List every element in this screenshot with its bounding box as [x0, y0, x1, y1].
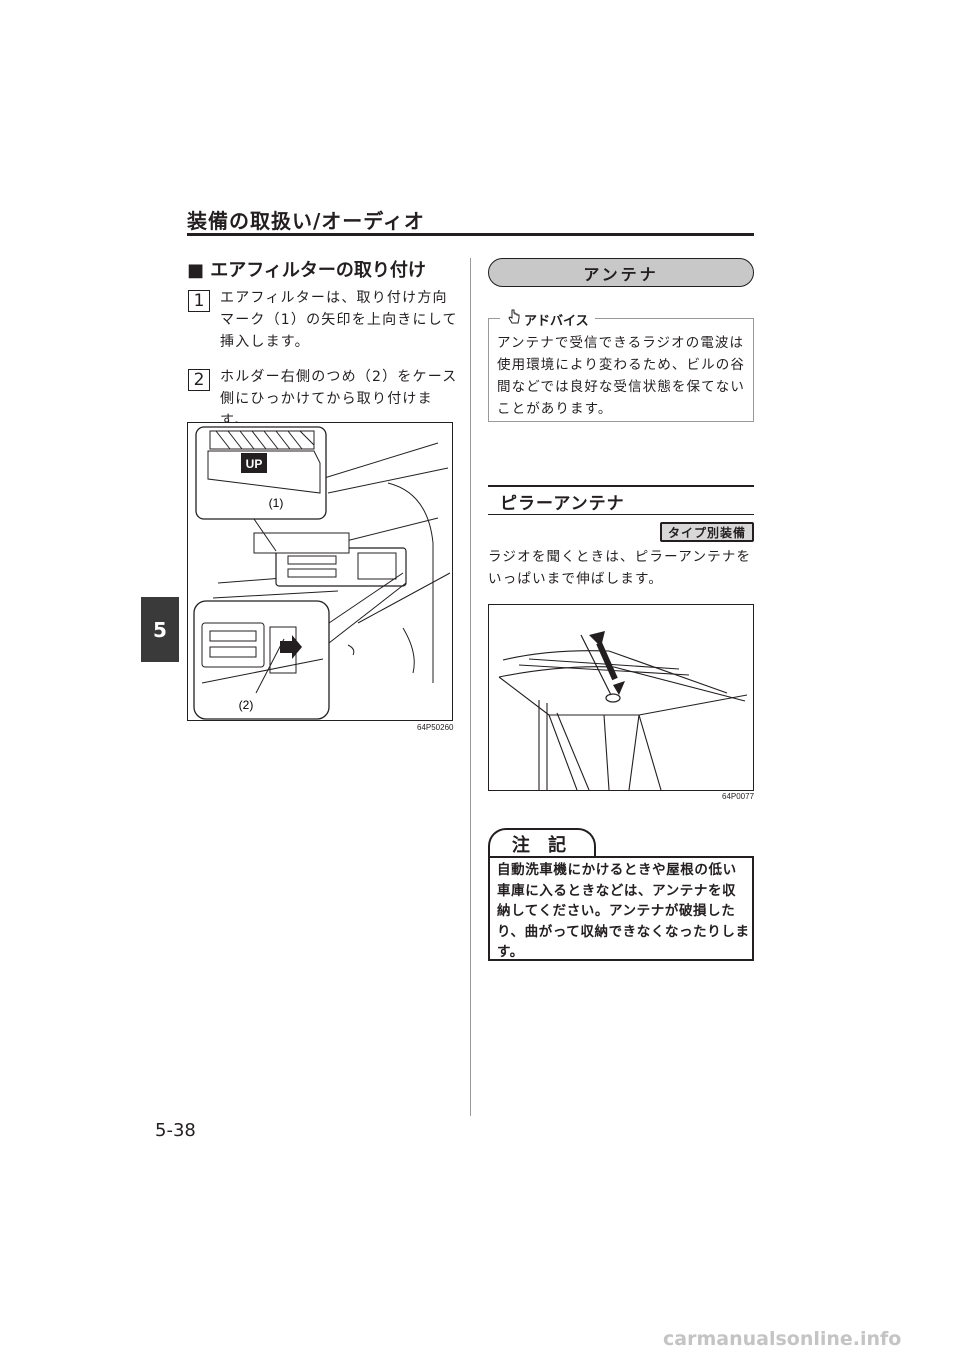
antenna-section-banner: アンテナ — [488, 258, 754, 287]
callout-1: (1) — [269, 496, 284, 510]
watermark: carmanualsonline.info — [663, 1328, 902, 1350]
figure-code-2: 64P0077 — [722, 792, 755, 801]
pillar-antenna-text: ラジオを聞くときは、ピラーアンテナをいっぱいまで伸ばします。 — [488, 549, 752, 587]
advice-box — [488, 318, 754, 422]
chapter-tab: 5 — [141, 597, 179, 662]
air-filter-drawing: UP (1) (2) — [193, 426, 451, 720]
step-number-1: 1 — [188, 290, 210, 312]
advice-label-wrap: アドバイス — [500, 309, 595, 329]
pillar-antenna-illustration — [488, 604, 754, 791]
type-equipment-badge: タイプ別装備 — [660, 522, 754, 542]
type-equipment-badge-label: タイプ別装備 — [662, 524, 752, 540]
pillar-antenna-heading: ピラーアンテナ — [500, 494, 625, 514]
air-filter-illustration: UP (1) (2) — [187, 422, 453, 721]
note-tab: 注 記 — [488, 828, 596, 858]
section-heading-air-filter: ■ エアフィルターの取り付け — [187, 260, 426, 281]
header-rule — [187, 233, 754, 236]
up-mark-label: UP — [246, 457, 263, 471]
note-text: 自動洗車機にかけるときや屋根の低い車庫に入るときなどは、アンテナを収納してくださ… — [497, 862, 750, 960]
antenna-drawing — [498, 631, 748, 791]
pillar-heading-rule-top — [488, 485, 754, 487]
advice-text: アンテナで受信できるラジオの電波は使用環境により変わるため、ビルの谷間などでは良… — [497, 335, 745, 417]
column-divider — [470, 258, 471, 1116]
step-number-2: 2 — [188, 369, 210, 391]
pointing-hand-icon — [506, 309, 522, 329]
page-number: 5-38 — [155, 1120, 196, 1141]
advice-label: アドバイス — [524, 313, 589, 329]
callout-2: (2) — [239, 698, 254, 712]
page-header-title: 装備の取扱い/オーディオ — [187, 209, 425, 233]
step-text-1: エアフィルターは、取り付け方向マーク（1）の矢印を上向きにして挿入します。 — [220, 290, 458, 350]
pillar-heading-rule-bottom — [488, 514, 754, 515]
figure-code-1: 64P50260 — [417, 723, 454, 732]
note-box — [488, 856, 754, 961]
